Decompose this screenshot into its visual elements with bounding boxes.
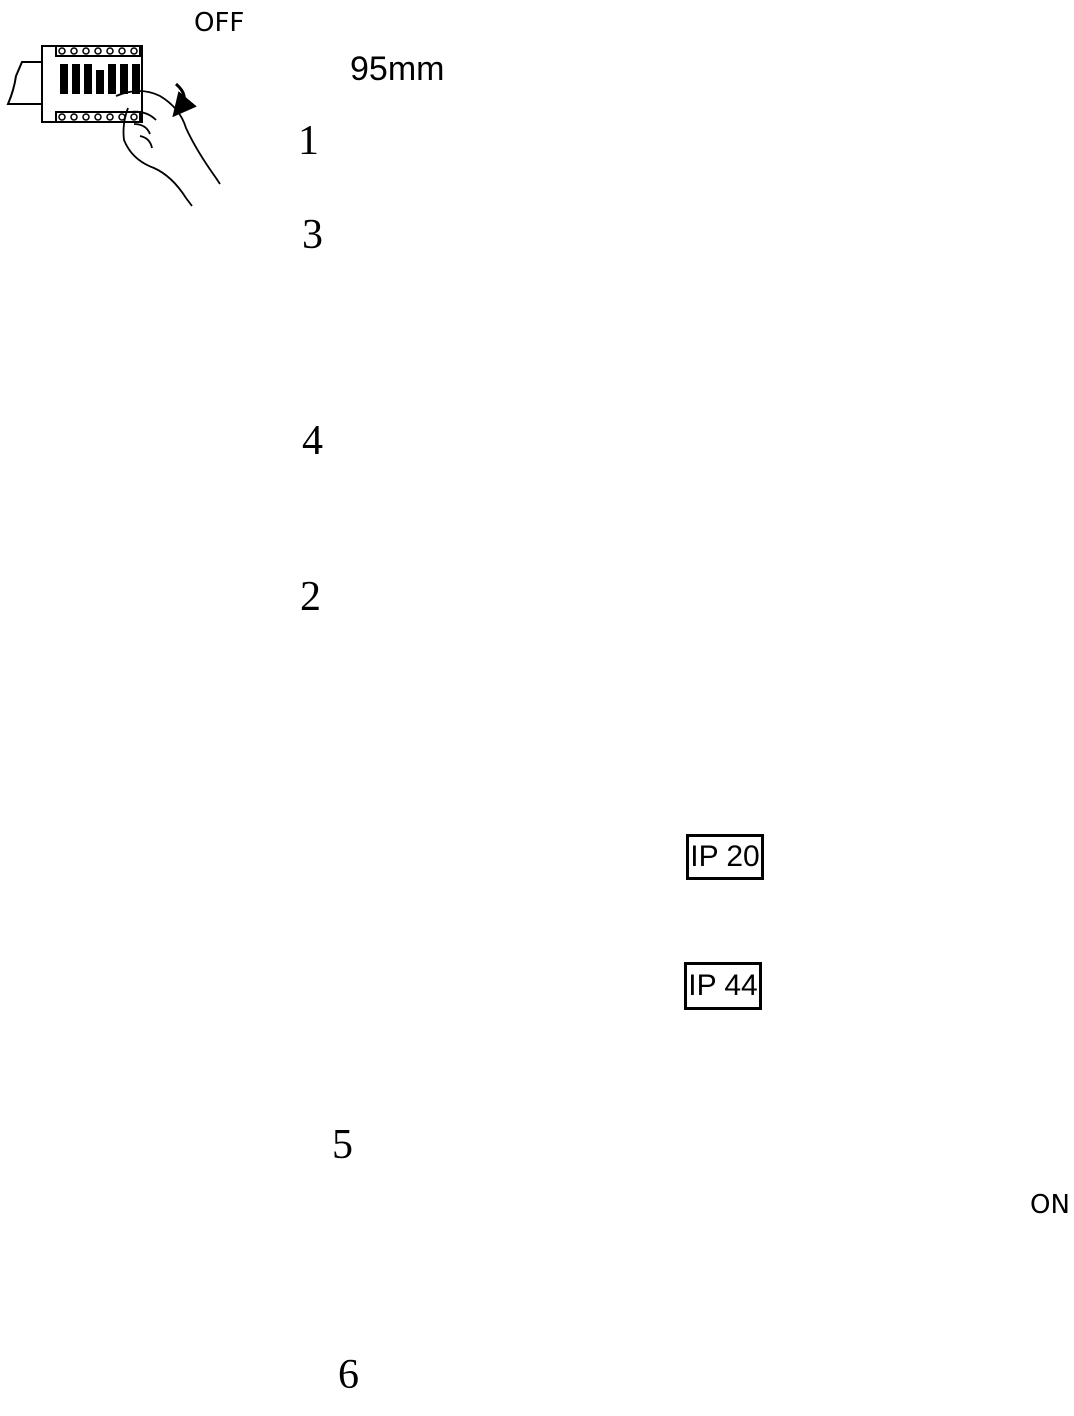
breaker-switch-off-icon <box>6 45 197 123</box>
step-5-label: 5 <box>332 1122 353 1168</box>
ip44-badge: IP 44 <box>684 962 762 1010</box>
ip20-badge: IP 20 <box>686 834 764 880</box>
hand-off-icon <box>115 90 221 207</box>
step-6-label: 6 <box>338 1352 359 1398</box>
cutout-size-label: 95mm <box>350 50 445 88</box>
switch-on-label: ON <box>1030 1190 1070 1220</box>
step-3-label: 3 <box>302 212 323 258</box>
step-4-label: 4 <box>302 418 323 464</box>
step-2-label: 2 <box>300 574 321 620</box>
switch-off-label: OFF <box>194 8 245 38</box>
step-1-label: 1 <box>298 118 319 164</box>
